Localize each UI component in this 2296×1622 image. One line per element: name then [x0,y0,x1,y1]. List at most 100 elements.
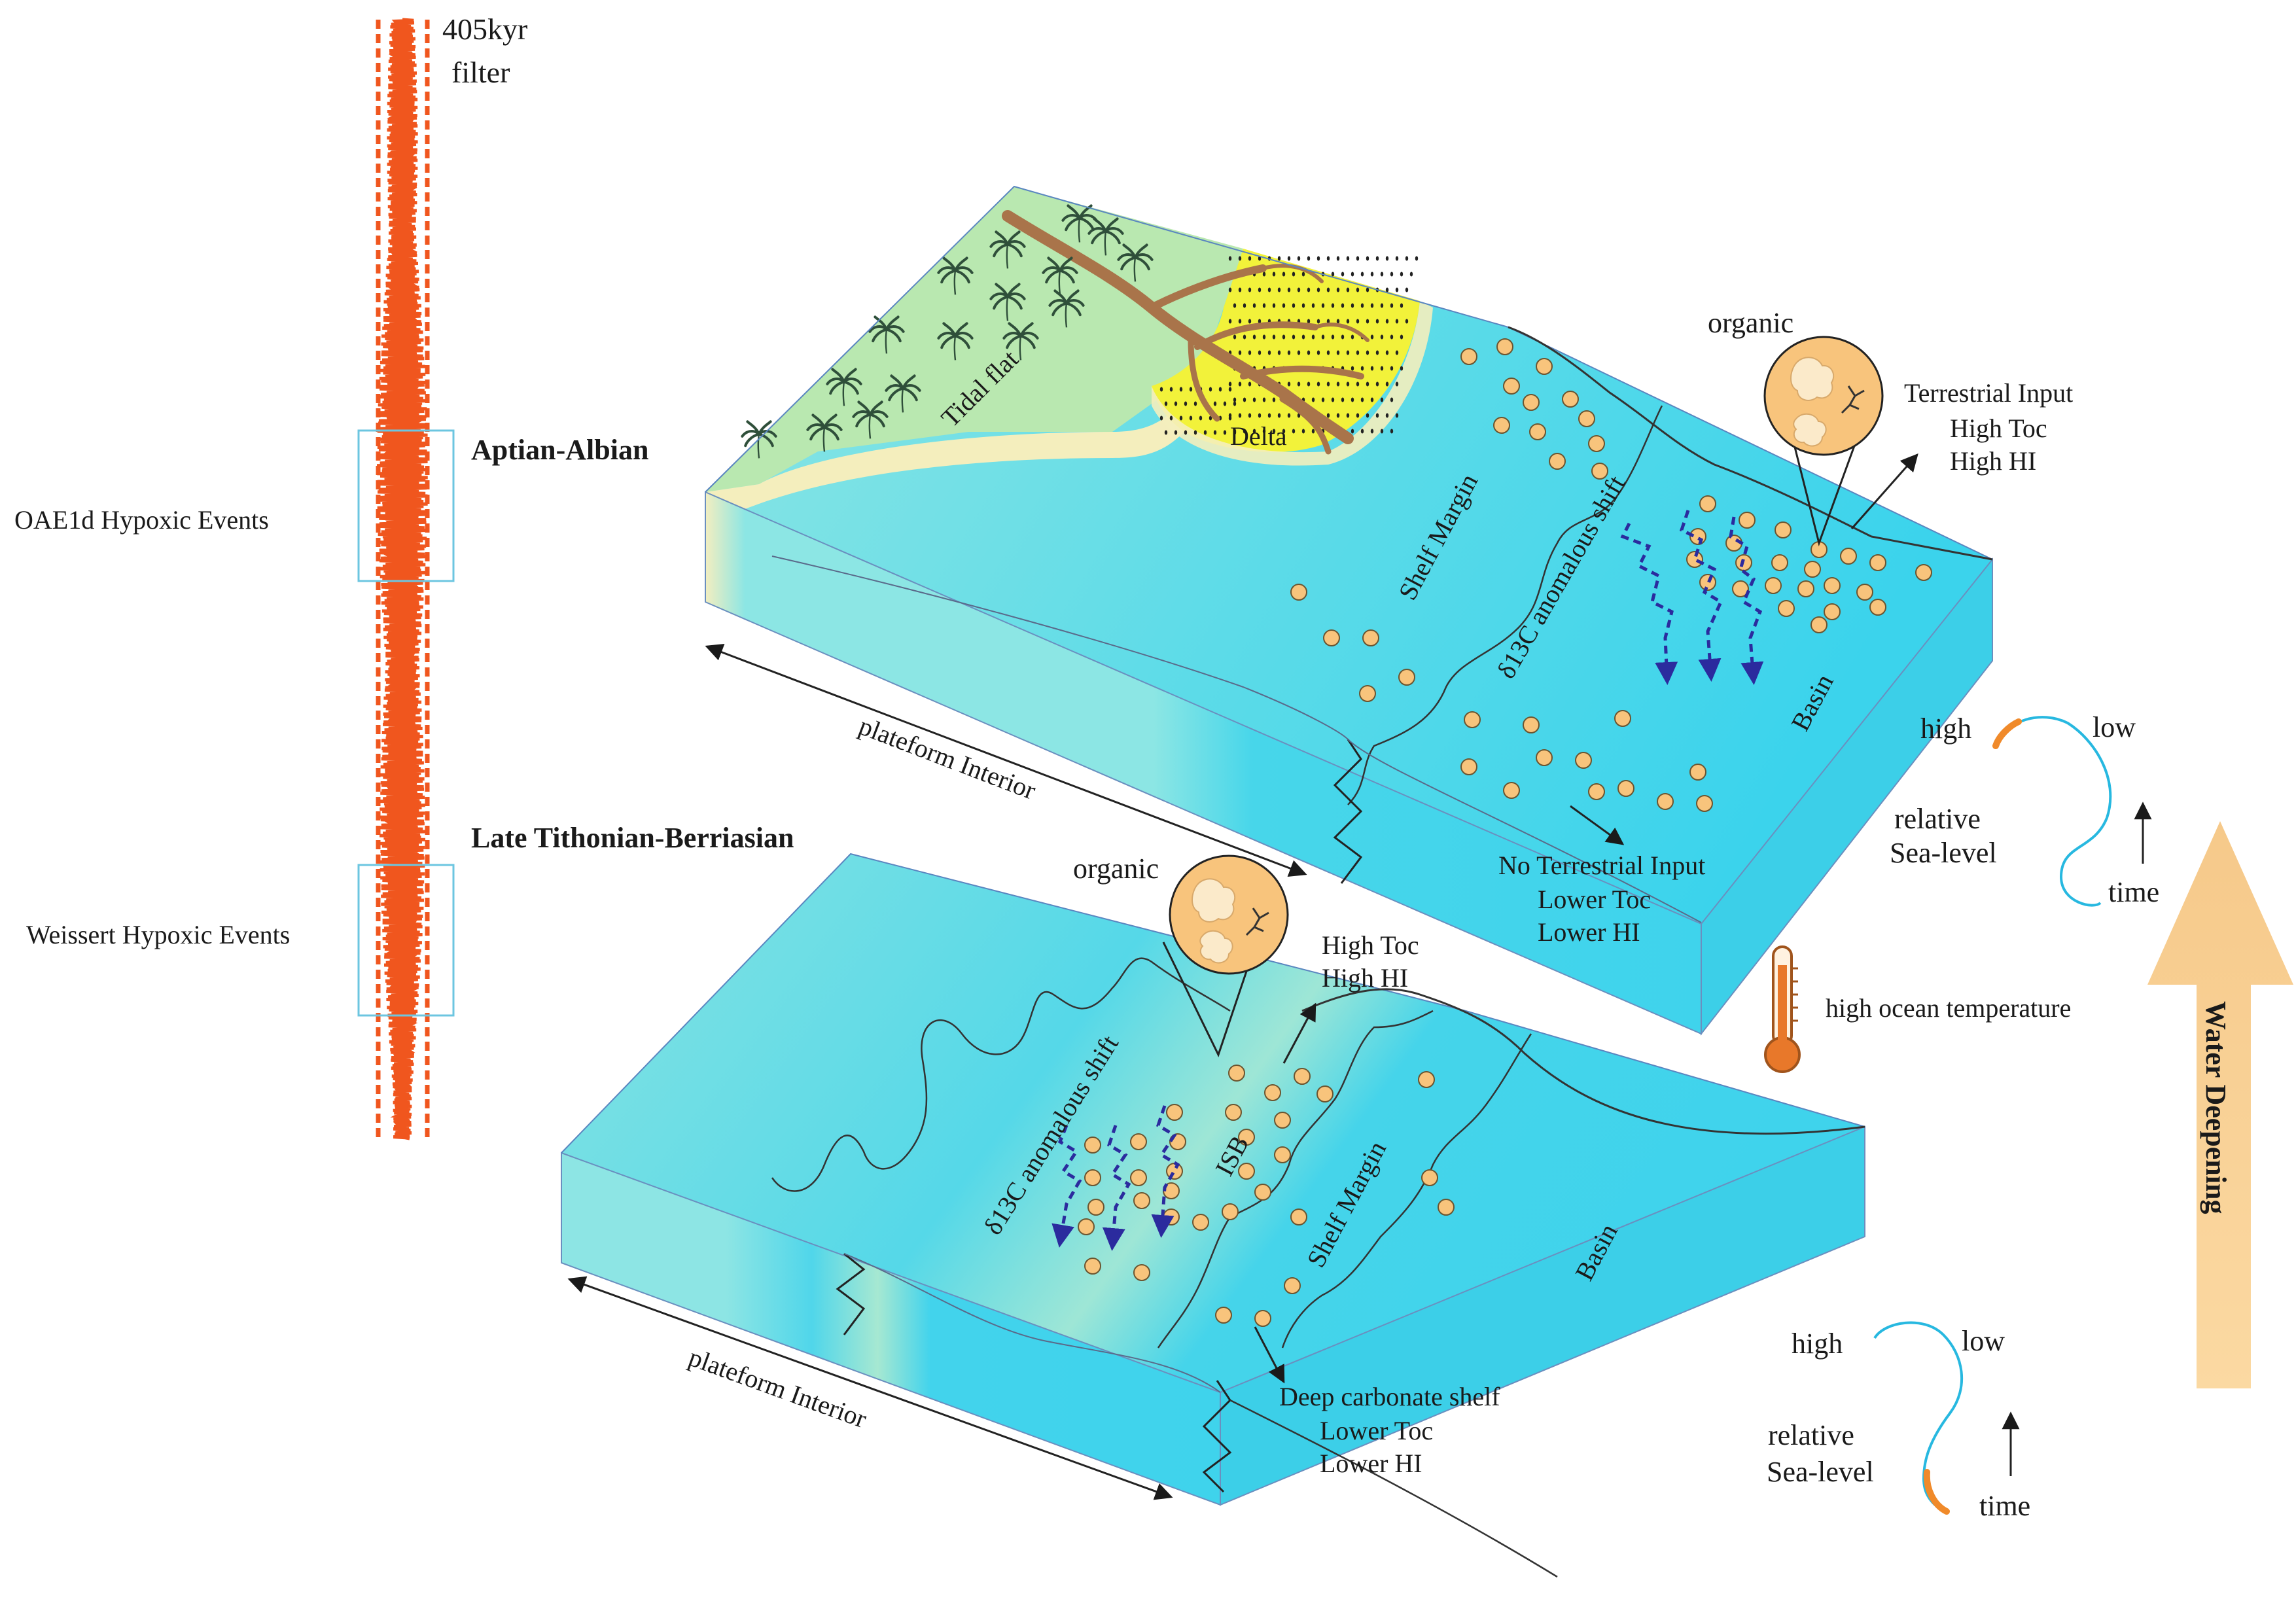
river-channels [1002,210,1369,455]
lower-deep-line2: Lower Toc [1320,1416,1433,1445]
lower-organic-magnifier [1162,855,1289,1057]
organic-particle [1398,669,1415,686]
organic-particle [1797,580,1814,597]
organic-particle [1078,1218,1095,1235]
organic-particle [1228,1065,1245,1082]
upper-sl-time: time [2108,876,2159,908]
sinking-arrow [1729,516,1764,685]
organic-particle [1617,780,1634,797]
organic-particle [1804,561,1821,578]
organic-particle [1418,1071,1435,1088]
organic-particle [1166,1163,1183,1180]
organic-particle [1657,793,1674,810]
lower-sl-sealevel: Sea-level [1767,1456,1874,1488]
organic-particle [1133,1192,1150,1209]
lower-deep-arrow [1254,1326,1285,1384]
tidal-flat-area [705,186,1243,492]
lower-sl-low: low [1962,1325,2005,1357]
lower-period-label: Late Tithonian-Berriasian [471,822,794,854]
organic-particle [1523,394,1540,411]
organic-particle [1238,1129,1255,1146]
organic-particle [1290,584,1307,601]
lower-deep-line3: Lower HI [1320,1449,1422,1478]
sinking-arrow [1151,1105,1180,1238]
lower-platform-arrow [567,1276,1173,1500]
upper-facies-zigzag [1333,739,1363,884]
organic-particle [1578,410,1595,427]
organic-particle [1699,495,1716,512]
lower-sl-time: time [1979,1490,2030,1522]
upper-platform-arrow [705,644,1307,877]
organic-particle [1264,1084,1281,1101]
organic-particle [1274,1146,1291,1163]
sinking-arrow [1102,1125,1131,1251]
organic-particle [1087,1199,1104,1216]
upper-sinking-arrows [1620,510,1764,685]
filter-panel: 405kyr filter OAE1d Hypoxic Events Weiss… [14,12,527,1140]
upper-noinput-line1: No Terrestrial Input [1498,851,1705,880]
organic-particle [1130,1133,1147,1150]
lower-back-edge [561,853,1865,1154]
organic-particle [1529,423,1546,440]
sinking-arrow [1051,1125,1082,1248]
sinking-arrow [1679,510,1723,682]
upper-sl-sealevel: Sea-level [1890,837,1997,869]
filter-label-2: filter [451,56,510,89]
upper-sl-low: low [2093,711,2136,743]
organic-particle [1166,1104,1183,1121]
filter-label-1: 405kyr [442,12,527,46]
lower-slope-profile [1301,988,1865,1135]
organic-particle [1163,1208,1180,1225]
organic-particle [1254,1184,1271,1201]
lower-input-line1: High Toc [1322,930,1419,960]
organic-particle [1732,580,1749,597]
upper-period-label: Aptian-Albian [471,434,648,466]
upper-input-arrow [1850,453,1918,529]
organic-particle [1222,1203,1239,1220]
filter-oscillation [376,18,429,1140]
upper-right-face [1701,557,1993,1036]
organic-particle [1523,716,1540,733]
upper-sl-relative: relative [1894,803,1981,835]
lower-sinking-arrows [1051,1105,1180,1251]
lower-input-line2: High HI [1322,963,1408,993]
lower-sl-relative: relative [1768,1419,1854,1451]
organic-particle [1562,391,1579,408]
organic-particle [1421,1169,1438,1186]
upper-shelf-margin-line [1347,405,1663,805]
lower-organic-label: organic [1073,853,1159,885]
organic-particle [1316,1085,1333,1102]
organic-particle [1084,1137,1101,1154]
organic-particle [1588,435,1605,452]
upper-input-line3: High HI [1950,446,2036,476]
lower-front-profile [1229,1399,1558,1578]
organic-particle [1460,348,1477,365]
organic-particle [1225,1104,1242,1121]
oae1d-label: OAE1d Hypoxic Events [14,505,269,535]
organic-particle [1284,1277,1301,1294]
organic-particle [1503,378,1520,395]
upper-input-line1: Terrestrial Input [1904,378,2073,408]
organic-particle [1536,358,1553,375]
upper-sealevel-panel: high low relative Sea-level time [1890,711,2159,908]
organic-particle [1869,554,1886,571]
organic-particle [1840,548,1857,565]
organic-particle [1503,782,1520,799]
organic-particle [1824,577,1841,594]
lower-shelf-line-2 [1281,1033,1532,1349]
organic-particle [1133,1264,1150,1281]
organic-particle [1274,1112,1291,1129]
organic-particle [1536,749,1553,766]
organic-particle [1254,1310,1271,1327]
organic-particle [1464,711,1481,728]
organic-particle [1869,599,1886,616]
lower-right-face [1220,1125,1865,1506]
oae1d-box [357,429,455,582]
organic-particle [1215,1307,1232,1324]
upper-noinput-line3: Lower HI [1538,917,1640,947]
organic-particle [1824,603,1841,620]
upper-block: Tidal flat Delta Shelf Margin δ13C anoma… [471,185,2073,1036]
upper-organic-magnifier [1763,336,1884,547]
lower-isb-line [771,957,1231,1192]
